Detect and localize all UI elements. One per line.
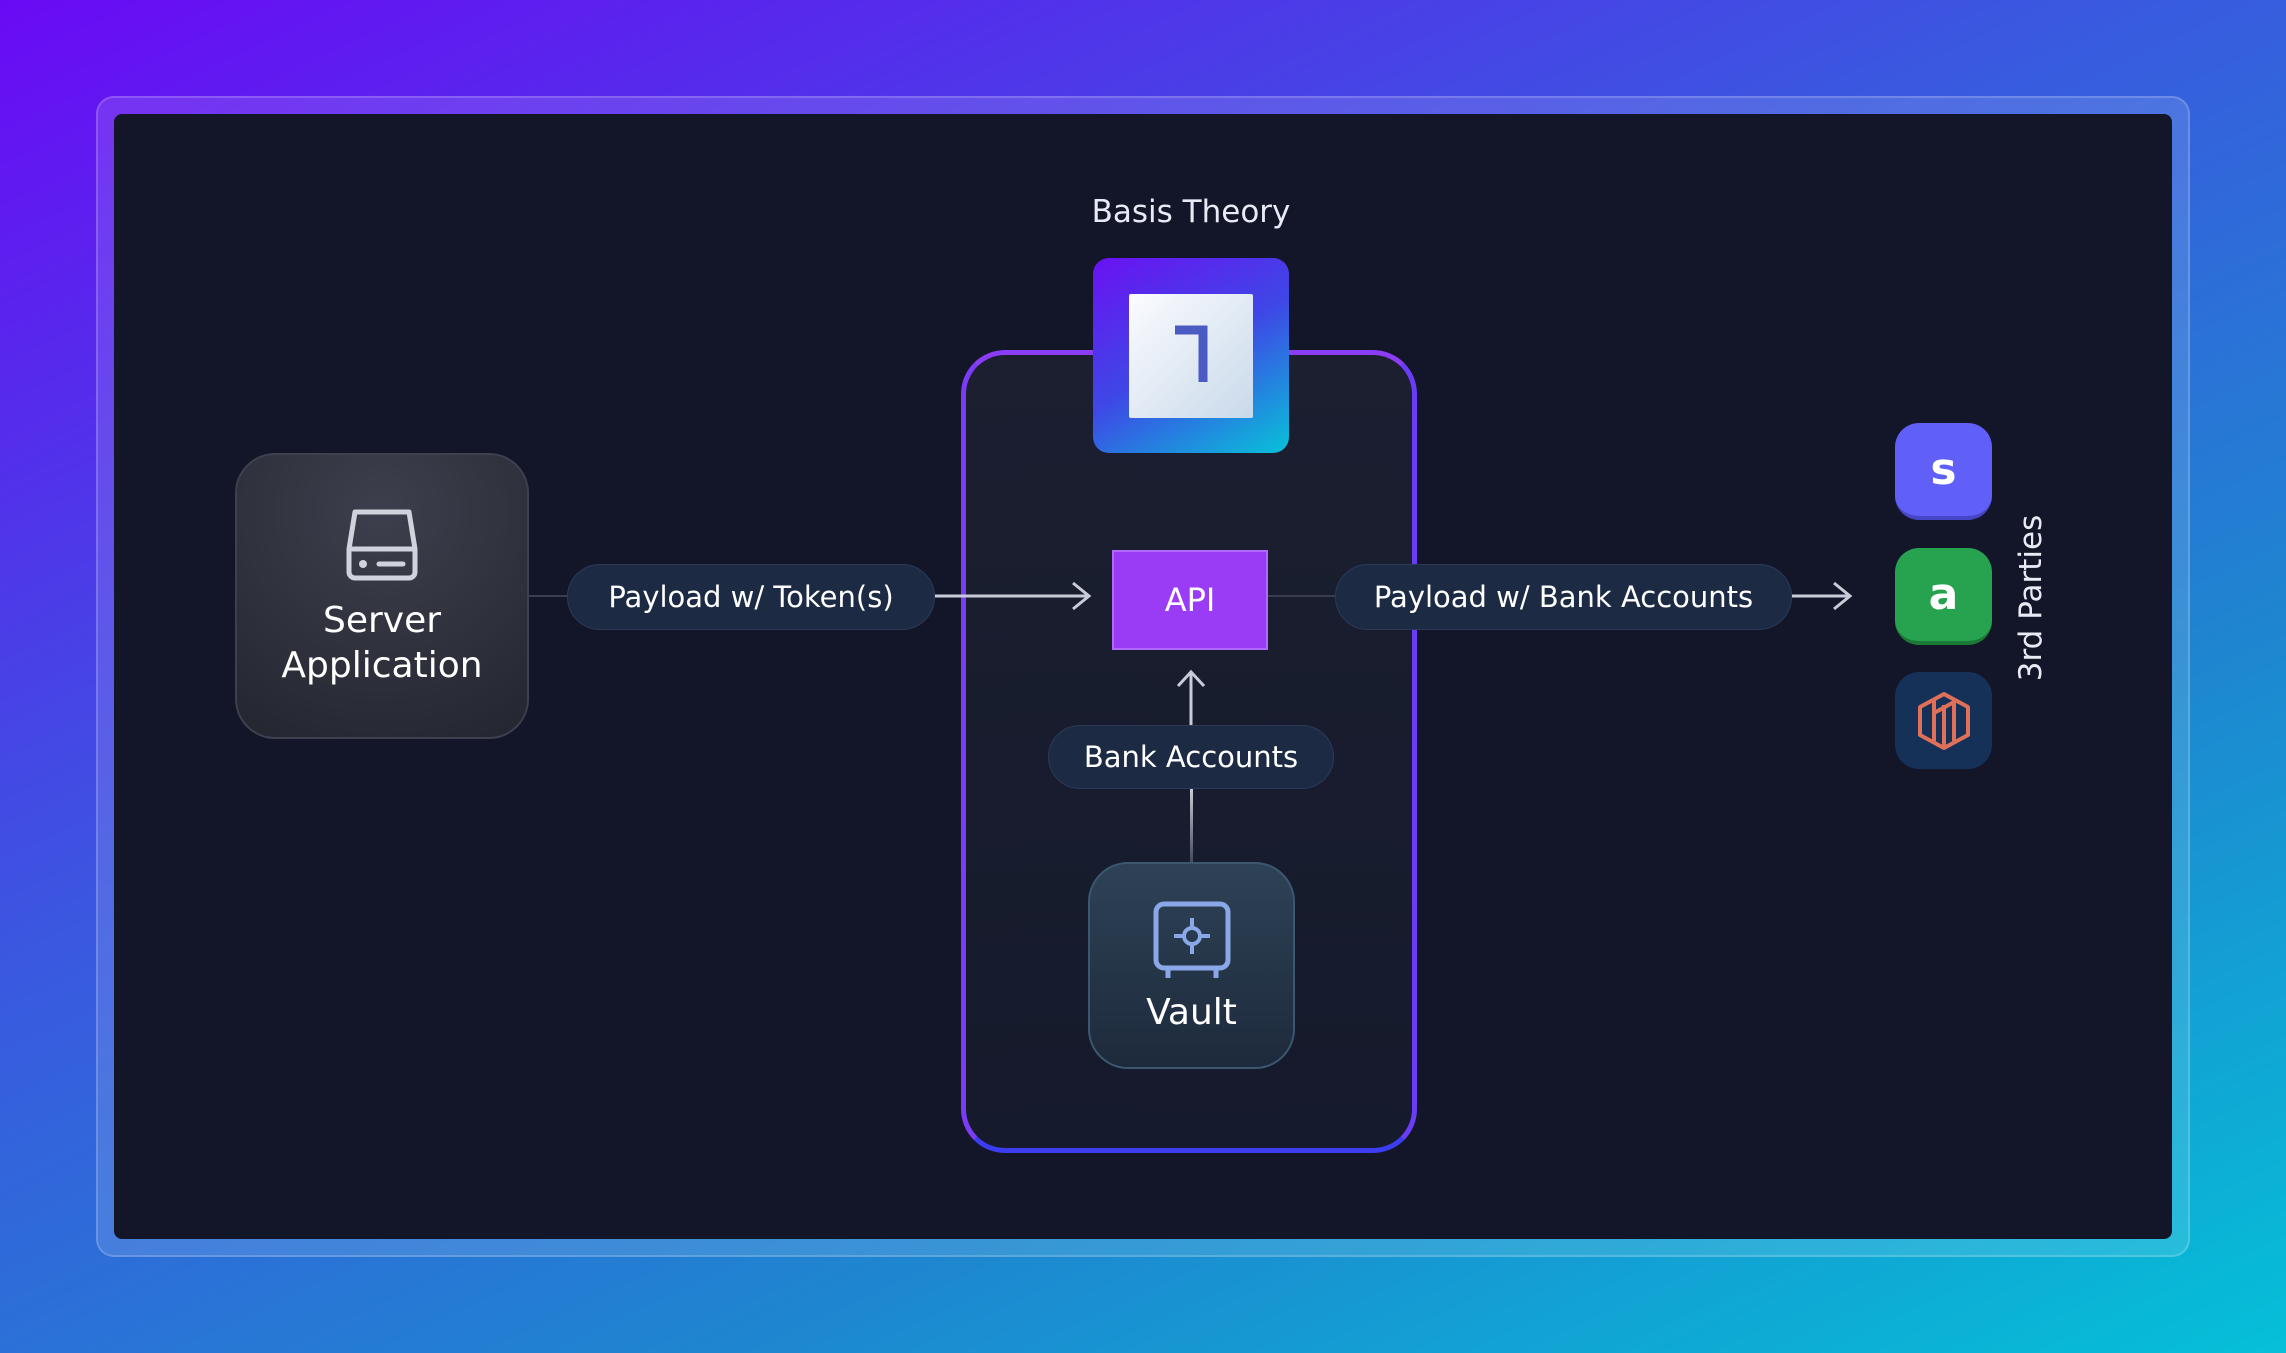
- arrow-up-icon: [1176, 669, 1206, 728]
- logo-glyph-icon: [1175, 325, 1208, 382]
- server-application-node: Server Application: [235, 453, 529, 739]
- hexagon-logo-icon: [1917, 691, 1970, 750]
- arrow-right-icon: [935, 581, 1092, 611]
- third-party-affirm-icon: a: [1895, 548, 1992, 645]
- vault-node: Vault: [1088, 862, 1295, 1069]
- affirm-glyph: a: [1928, 569, 1959, 620]
- hard-drive-icon: [346, 509, 418, 581]
- bank-accounts-pill: Bank Accounts: [1048, 725, 1334, 789]
- api-node: API: [1112, 550, 1268, 650]
- connector-line: [1190, 789, 1193, 862]
- server-label-line1: Server: [322, 600, 442, 641]
- third-party-stripe-icon: s: [1895, 423, 1992, 520]
- safe-icon: [1153, 901, 1230, 978]
- basis-theory-logo: [1093, 258, 1289, 453]
- stripe-glyph: s: [1930, 444, 1957, 495]
- arrow-right-icon: [1792, 581, 1853, 611]
- payload-tokens-pill: Payload w/ Token(s): [567, 564, 935, 630]
- third-party-hex-icon: [1895, 672, 1992, 769]
- connector-line: [1268, 595, 1336, 597]
- basis-theory-title: Basis Theory: [1091, 194, 1291, 230]
- third-parties-label: 3rd Parties: [2013, 514, 2049, 682]
- connector-line: [529, 595, 569, 597]
- server-label-line2: Application: [281, 645, 483, 686]
- payload-bank-accounts-pill: Payload w/ Bank Accounts: [1335, 564, 1792, 630]
- vault-label: Vault: [1146, 992, 1237, 1033]
